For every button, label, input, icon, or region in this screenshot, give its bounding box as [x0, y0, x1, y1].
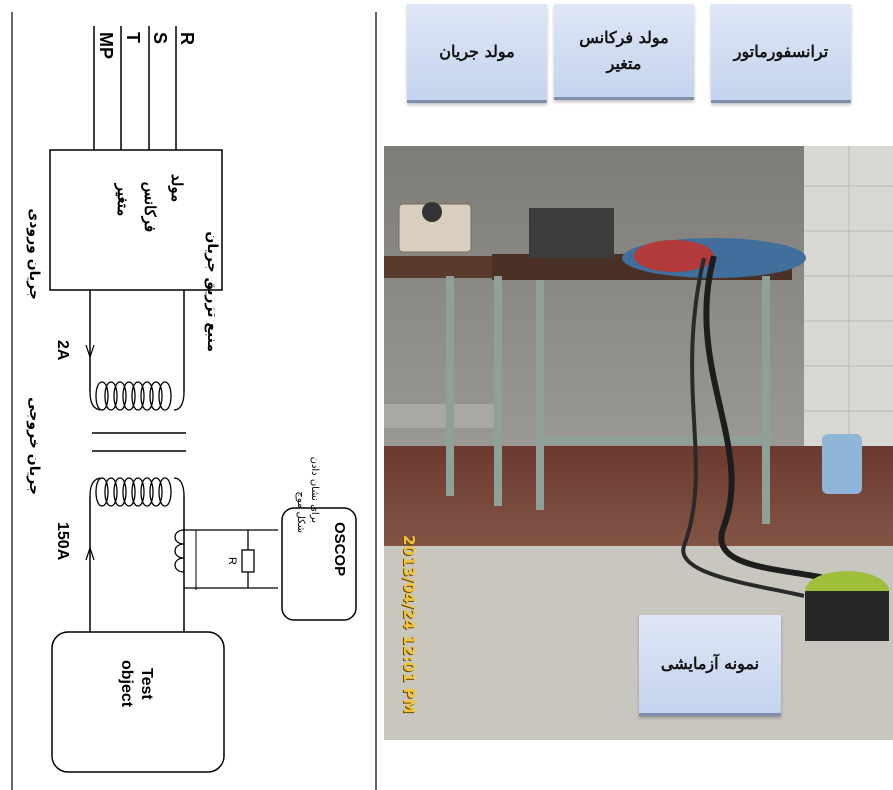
test-object-label-2: object [118, 660, 135, 708]
generator-label-3: متغیر [114, 183, 132, 217]
phase-r-label: R [177, 32, 197, 45]
circuit-diagram: R S T MP مولد فرکانس متغیر R OSCOP برای … [11, 12, 377, 790]
photo-floor-grey [384, 546, 893, 740]
photo-pipe [384, 404, 494, 428]
photo-freq-generator [529, 208, 614, 258]
oscop-box [281, 507, 357, 621]
resistor-label: R [226, 557, 238, 565]
secondary-coil [89, 477, 185, 507]
photo-transformer-red [634, 240, 714, 272]
oscop-desc-2: شکل موج [295, 491, 306, 533]
phase-mp-label: MP [96, 32, 116, 59]
label-current-generator: مولد جریان [407, 4, 547, 103]
photo-left-table-top [384, 256, 502, 278]
photo-variac-knob [422, 202, 442, 222]
photo-cable [703, 255, 856, 589]
test-object-label-1: Test [138, 668, 155, 700]
photo-jug [822, 434, 862, 494]
photo-right-table-leg3 [762, 276, 770, 524]
generator-box [49, 149, 223, 291]
phase-t-label: T [123, 32, 143, 43]
oscop-desc-1: برای نشان دادن [309, 457, 320, 523]
oscop-title: OSCOP [331, 522, 348, 576]
input-current-arrow [85, 344, 95, 359]
generator-label-1: مولد [168, 174, 186, 202]
output-current-arrow [85, 546, 95, 561]
output-current-label: جریان خروجی [26, 397, 42, 495]
phase-s-label: S [150, 32, 170, 44]
lab-photo [384, 146, 893, 740]
photo-right-table-rail [544, 436, 770, 444]
label-test-sample: نمونه آزمایشی [639, 615, 781, 716]
label-freq-generator: مولد فرکانس متغیر [554, 4, 694, 100]
primary-coil [89, 381, 185, 411]
photo-timestamp: 2013/04/24 12:01 PM [400, 535, 418, 714]
photo-left-table-leg [446, 276, 454, 496]
photo-right-table-leg2 [536, 280, 544, 510]
ct-coil [174, 529, 185, 573]
generator-label-2: فرکانس [141, 182, 159, 232]
output-current-value: 150A [54, 522, 71, 561]
test-object-box [51, 631, 225, 773]
resistor [241, 549, 255, 573]
photo-cable-2 [681, 257, 805, 598]
injector-label: منبع تزریق جریان [204, 231, 220, 352]
label-transformer: ترانسفورماتور [711, 4, 851, 103]
photo-bucket [805, 591, 889, 641]
photo-right-table-leg1 [494, 276, 502, 506]
input-current-value: 2A [54, 340, 71, 361]
photo-tile-grid [804, 146, 893, 446]
input-current-label: جریان ورودی [26, 208, 42, 300]
